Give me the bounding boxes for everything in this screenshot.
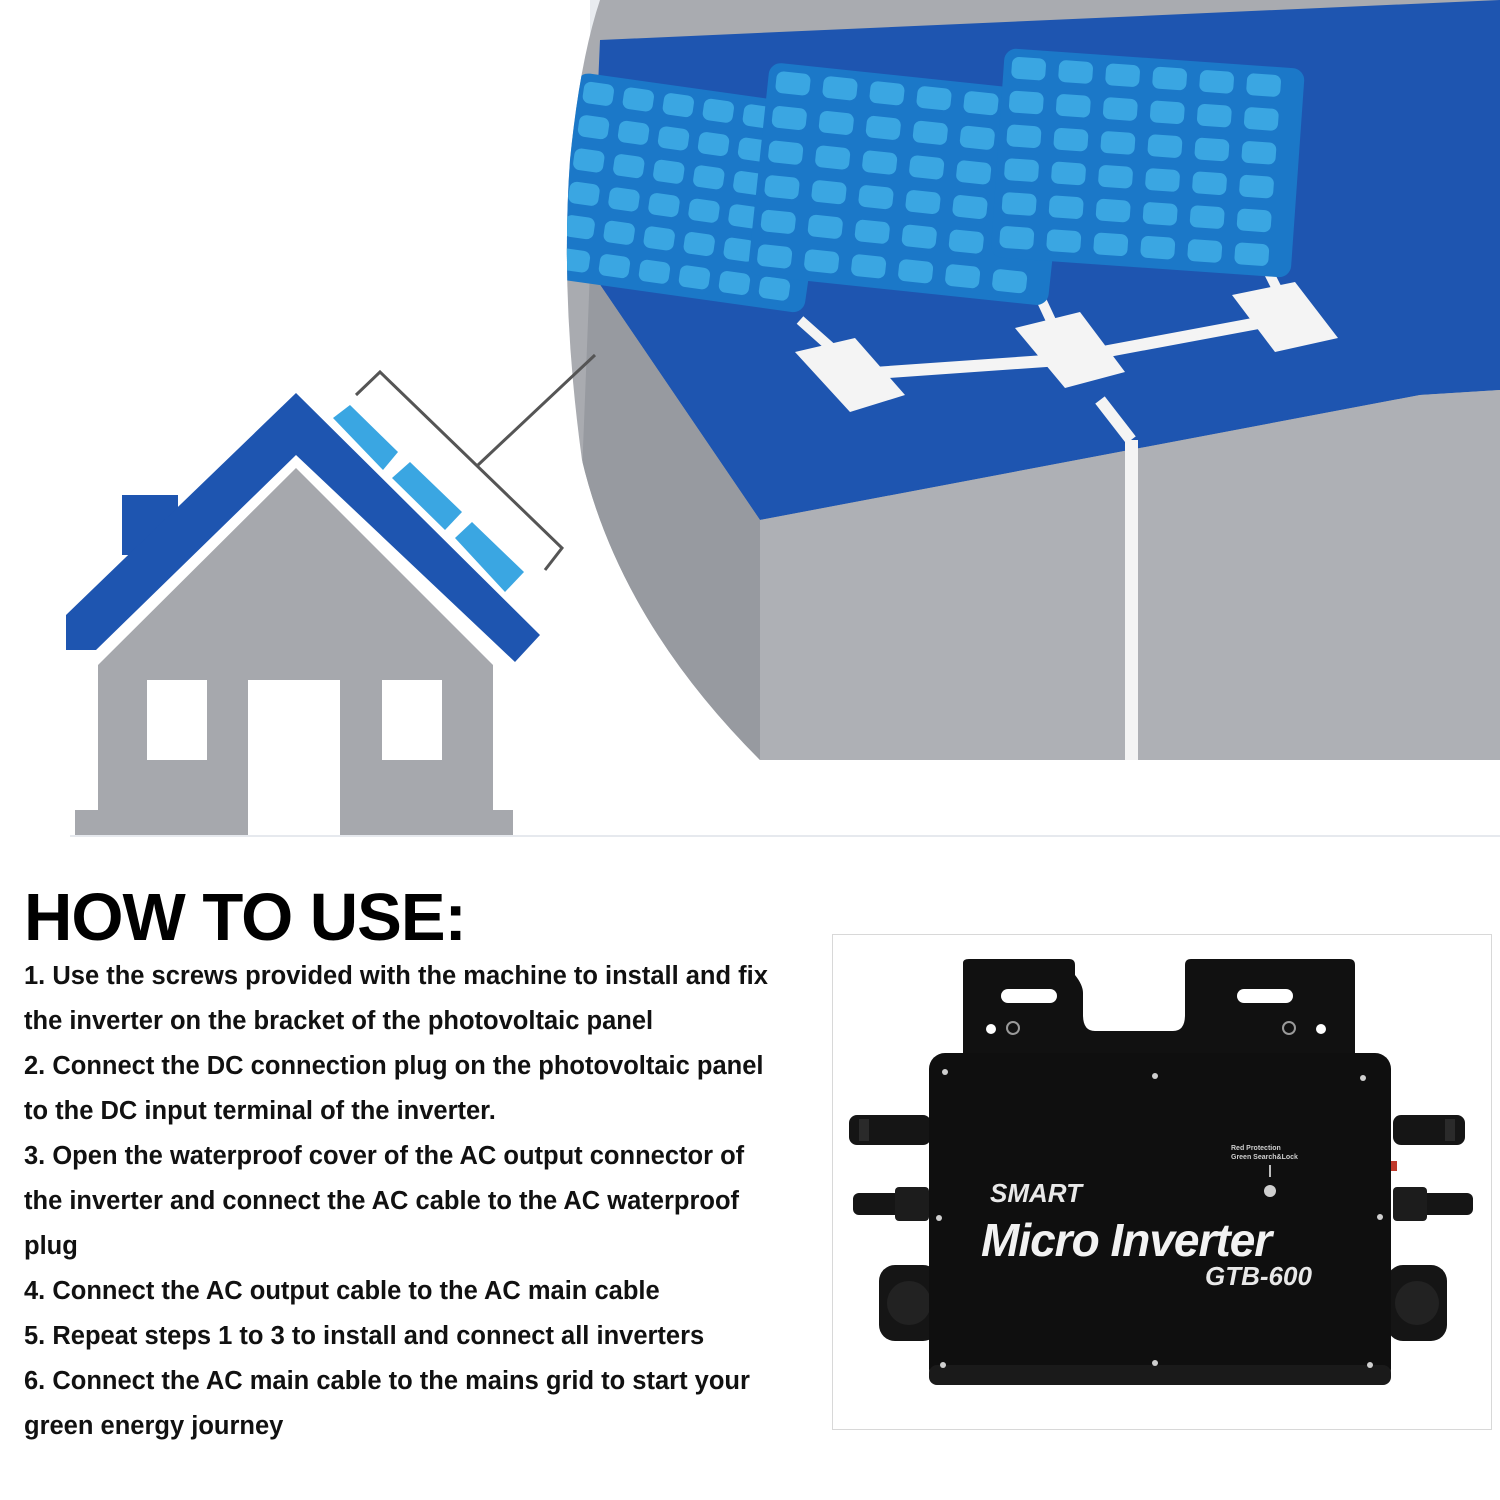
junction-box-1 <box>795 338 905 412</box>
house-icon <box>66 393 540 840</box>
junction-box-3 <box>1232 282 1338 352</box>
step-line: green energy journey <box>24 1412 284 1440</box>
step-line: 3. Open the waterproof cover of the AC o… <box>24 1142 745 1170</box>
instruction-step: 4. Connect the AC output cable to the AC… <box>24 1269 824 1314</box>
dc-connector-left-bottom <box>853 1187 933 1221</box>
step-line: plug <box>24 1232 78 1260</box>
step-line: to the DC input terminal of the inverter… <box>24 1097 496 1125</box>
status-led <box>1264 1185 1276 1197</box>
instruction-step: 1. Use the screws provided with the mach… <box>24 954 824 1044</box>
product-image: Red Protection Green Search&Lock SMART M… <box>832 934 1492 1430</box>
micro-inverter-device <box>849 959 1473 1385</box>
instruction-step: 2. Connect the DC connection plug on the… <box>24 1044 824 1134</box>
led-label: Red Protection Green Search&Lock <box>1231 1144 1298 1162</box>
led-label-line: Green Search&Lock <box>1231 1154 1298 1161</box>
ac-connector-right <box>1387 1265 1447 1341</box>
step-line: the inverter on the bracket of the photo… <box>24 1007 654 1035</box>
ac-connector-left <box>879 1265 939 1341</box>
dc-connector-right-bottom <box>1385 1161 1473 1221</box>
instruction-step: 6. Connect the AC main cable to the main… <box>24 1359 824 1449</box>
section-divider <box>70 835 1500 837</box>
instruction-step: 3. Open the waterproof cover of the AC o… <box>24 1134 824 1269</box>
led-label-line: Red Protection <box>1231 1145 1281 1152</box>
dc-connector-left-top <box>849 1115 931 1145</box>
solar-panel-3 <box>991 48 1305 278</box>
brand-label-small: SMART <box>990 1178 1082 1208</box>
brand-label-main: Micro Inverter <box>981 1214 1272 1266</box>
step-line: 5. Repeat steps 1 to 3 to install and co… <box>24 1322 705 1350</box>
step-line: 2. Connect the DC connection plug on the… <box>24 1052 764 1080</box>
model-label: GTB-600 <box>1205 1261 1312 1291</box>
page-title: HOW TO USE: <box>24 880 467 955</box>
dc-connector-right-top <box>1393 1115 1465 1145</box>
solar-roof-illustration <box>66 0 1500 840</box>
step-line: 6. Connect the AC main cable to the main… <box>24 1367 750 1395</box>
instruction-step: 5. Repeat steps 1 to 3 to install and co… <box>24 1314 824 1359</box>
step-line: 1. Use the screws provided with the mach… <box>24 962 768 990</box>
magnified-roof <box>566 0 1500 760</box>
step-line: 4. Connect the AC output cable to the AC… <box>24 1277 660 1305</box>
junction-box-2 <box>1015 312 1125 388</box>
step-line: the inverter and connect the AC cable to… <box>24 1187 740 1215</box>
instruction-list: 1. Use the screws provided with the mach… <box>24 954 824 1449</box>
solar-panel-2 <box>748 63 1069 305</box>
